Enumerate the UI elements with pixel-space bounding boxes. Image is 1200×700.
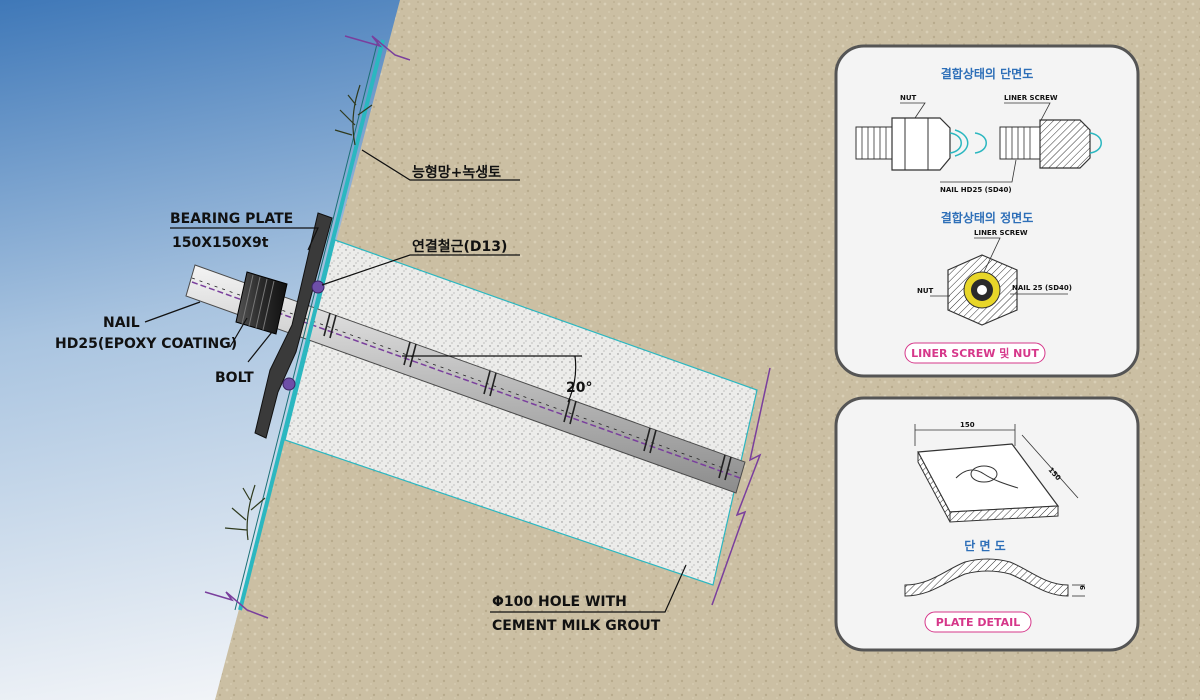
plate-section-profile [904, 558, 1085, 597]
liner-screw-label: LINER SCREW [1004, 94, 1058, 102]
connecting-rebar-top [311, 280, 325, 294]
panel-plate-detail: 150 150 단 면 도 9 PLATE DETAIL [834, 396, 1140, 652]
nut-assembly-section [855, 117, 969, 171]
bearing-plate-size: 150X150X9t [172, 235, 269, 251]
nut-front-view [947, 254, 1018, 326]
vegetation [224, 84, 373, 541]
liner-screw-pill-text: LINER SCREW 및 NUT [911, 346, 1039, 360]
nut-label: NUT [900, 94, 917, 102]
plate-isometric [917, 443, 1060, 523]
connecting-rebar-label: 연결철근(D13) [412, 238, 507, 255]
plate-detail-pill [924, 611, 1032, 633]
nail-label: NAIL [103, 315, 140, 331]
front-nail-label: NAIL 25 (SD40) [1012, 284, 1072, 292]
section-view-title: 결합상태의 단면도 [941, 66, 1034, 81]
plate-section-title: 단 면 도 [964, 538, 1005, 553]
front-view-title: 결합상태의 정면도 [941, 210, 1034, 225]
plate-detail-pill-text: PLATE DETAIL [936, 616, 1021, 629]
hole-label: Φ100 HOLE WITH [492, 594, 627, 610]
plate-thickness-label: 9 [1079, 585, 1087, 590]
liner-screw-section [974, 119, 1102, 169]
bearing-plate-label: BEARING PLATE [170, 211, 293, 227]
leader-lines [144, 149, 687, 613]
bolt-label: BOLT [215, 370, 254, 386]
break-lines [204, 35, 771, 619]
spacer-marks [323, 312, 732, 481]
nail-rod [185, 264, 746, 494]
bearing-plate [254, 212, 333, 439]
wire-mesh-face [234, 39, 385, 611]
nail-hd25-label: NAIL HD25 (SD40) [940, 186, 1012, 194]
panel-liner-screw: 결합상태의 단면도 [834, 44, 1140, 378]
connecting-rebar-bottom [282, 377, 296, 391]
liner-screw-pill [904, 342, 1046, 364]
plate-width-dim: 150 [960, 421, 975, 429]
bolt [235, 271, 288, 335]
nail-spec-label: HD25(EPOXY COATING) [55, 336, 237, 352]
front-liner-label: LINER SCREW [974, 229, 1028, 237]
mesh-label: 능형망+녹생토 [412, 164, 501, 181]
angle-label: 20° [566, 380, 592, 396]
angle-indicator [402, 355, 582, 403]
front-nut-label: NUT [917, 287, 934, 295]
grout-label: CEMENT MILK GROUT [492, 618, 661, 634]
